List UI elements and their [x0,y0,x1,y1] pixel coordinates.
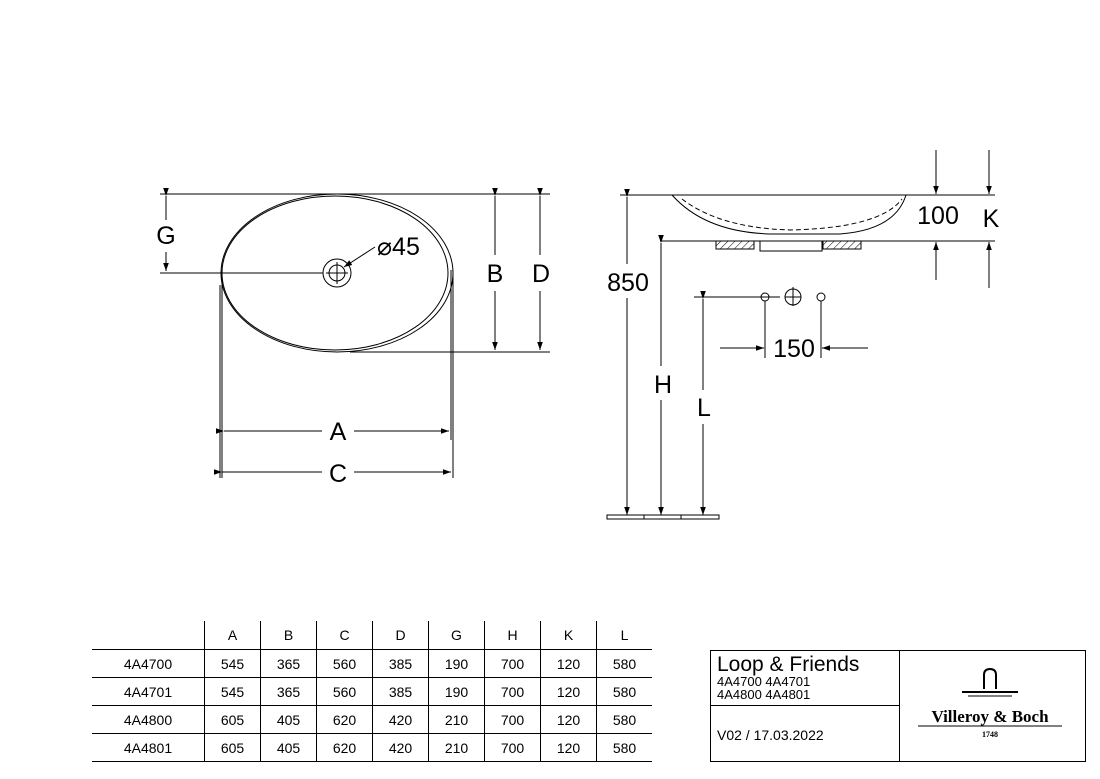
product-codes: 4A4700 4A4701 4A4800 4A4801 [717,675,810,701]
table-row: 4A4801 605 405 620 420 210 700 120 580 [92,733,652,762]
faucet-logo-icon: Villeroy & Boch 1748 [918,667,1062,739]
table-cell: 4A4700 [92,649,205,678]
floor-line [606,514,720,520]
dim-850-label: 850 [607,269,649,297]
product-codes-line: 4A4700 4A4701 [717,674,811,689]
table-cell: 580 [596,649,652,678]
column-header: G [428,621,485,650]
table-cell: 560 [316,677,373,706]
column-header [92,621,205,650]
table-cell: 580 [596,705,652,734]
table-cell: 605 [204,705,261,734]
table-cell: 190 [428,677,485,706]
table-cell: 560 [316,649,373,678]
label-h: H [654,371,672,399]
drain-diameter-label: ⌀45 [377,233,420,261]
table-row: 4A4700 545 365 560 385 190 700 120 580 [92,649,652,678]
table-cell: 700 [484,733,541,762]
table-cell: 385 [372,677,429,706]
table-cell: 700 [484,677,541,706]
table-cell: 405 [260,733,317,762]
column-header: A [204,621,261,650]
table-cell: 700 [484,705,541,734]
table-cell: 420 [372,705,429,734]
label-c: C [329,460,347,488]
table-cell: 385 [372,649,429,678]
product-name: Loop & Friends [717,653,860,676]
table-cell: 620 [316,733,373,762]
column-header: L [596,621,652,650]
table-cell: 420 [372,733,429,762]
table-cell: 120 [540,733,597,762]
table-cell: 545 [204,649,261,678]
title-block-divider [711,705,899,706]
column-header: K [540,621,597,650]
table-cell: 210 [428,705,485,734]
label-k: K [983,205,1000,233]
table-cell: 580 [596,733,652,762]
table-row: 4A4800 605 405 620 420 210 700 120 580 [92,705,652,734]
dimension-table: A B C D G H K L 4A4700 545 365 560 385 1… [92,621,652,762]
label-a: A [330,418,347,446]
table-cell: 545 [204,677,261,706]
table-cell: 620 [316,705,373,734]
hatched-support-left [715,240,755,250]
table-cell: 605 [204,733,261,762]
waste-fitting [759,240,823,252]
table-cell: 4A4800 [92,705,205,734]
table-cell: 405 [260,705,317,734]
tap-hole-right [816,292,826,302]
table-cell: 580 [596,677,652,706]
table-cell: 210 [428,733,485,762]
table-cell: 120 [540,677,597,706]
bowl-inner-profile [681,198,903,231]
table-cell: 4A4801 [92,733,205,762]
dim-100-label: 100 [917,202,959,230]
product-codes-line: 4A4800 4A4801 [717,687,811,702]
table-cell: 120 [540,705,597,734]
title-block: Loop & Friends 4A4700 4A4701 4A4800 4A48… [710,650,1086,762]
column-header: B [260,621,317,650]
table-cell: 365 [260,677,317,706]
table-row: 4A4701 545 365 560 385 190 700 120 580 [92,677,652,706]
table-cell: 4A4701 [92,677,205,706]
table-cell: 365 [260,649,317,678]
title-block-info: Loop & Friends 4A4700 4A4701 4A4800 4A48… [711,651,900,761]
column-header: C [316,621,373,650]
bowl-outer-profile [671,194,907,235]
label-g: G [156,222,175,250]
dim-150-label: 150 [773,335,815,363]
drain-leader [343,246,376,268]
table-cell: 700 [484,649,541,678]
table-header-row: A B C D G H K L [92,621,652,650]
label-b: B [487,260,504,288]
hatched-support-right [822,240,862,250]
table-cell: 120 [540,649,597,678]
label-l: L [697,394,711,422]
column-header: D [372,621,429,650]
table-cell: 190 [428,649,485,678]
column-header: H [484,621,541,650]
brand-logo: Villeroy & Boch 1748 [900,651,1085,761]
version-date: V02 / 17.03.2022 [717,727,824,743]
label-d: D [532,260,550,288]
brand-year: 1748 [982,730,998,739]
plan-view [160,188,550,478]
brand-name: Villeroy & Boch [931,707,1049,726]
